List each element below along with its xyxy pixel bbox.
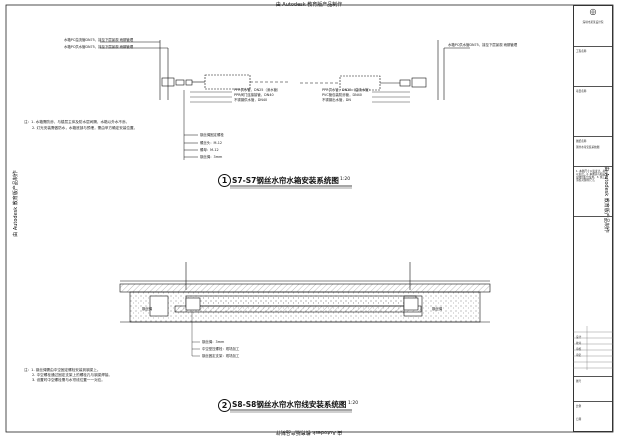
section2-structure bbox=[119, 262, 491, 323]
s1-center-label-4: 钢丝绳：3mm bbox=[200, 155, 223, 159]
s2-note-2: 2. 中空螺栓通过固定支架上的螺栓孔与钢梁焊接。 bbox=[32, 373, 113, 377]
section1-right-pipes bbox=[300, 40, 470, 100]
tb-row-9: 比例 bbox=[576, 405, 582, 408]
tb-row-5: 校对 bbox=[576, 342, 582, 345]
s1-mid-right-label-2: PVC管包装防渗管，DN40 bbox=[322, 93, 362, 97]
s2-note-3: 3. 设置时中空螺栓需与水帘线位置一一对应。 bbox=[32, 378, 105, 382]
s1-mid-left-label-2: PPR阀门连接接管，DN40 bbox=[234, 93, 274, 97]
tb-row-3: 钢丝水帘安装系统图 bbox=[576, 146, 600, 149]
s1-center-label-2: 螺丝头：M-12 bbox=[200, 141, 223, 145]
s1-title: S7-S7钢丝水帘水箱安装系统图 bbox=[232, 176, 339, 185]
s1-left-label-2: 水箱PC供水管DN75，接至下层景观 雨期管理 bbox=[64, 45, 134, 49]
tb-row-8: 图号 bbox=[576, 380, 582, 383]
tb-row-7: 审定 bbox=[576, 354, 582, 357]
s2-title: S8-S8钢丝水帘水帘线安装系统图 bbox=[232, 400, 347, 409]
tb-row-6: 审核 bbox=[576, 348, 582, 351]
s1-mid-left-label-1: PPR供水管，DN25（深水管） bbox=[234, 88, 281, 92]
company-logo-icon: ◎ bbox=[589, 7, 597, 16]
s2-side-label-right: 钢丝绳 bbox=[432, 307, 443, 311]
s1-center-label-3: 螺母：M-12 bbox=[200, 148, 219, 152]
tb-row-4: 设计 bbox=[576, 336, 582, 339]
s1-right-label-1: 水箱PC供水管DN75，接至下层景观 雨期管理 bbox=[448, 43, 518, 47]
company-name: 深圳市某某设计院 bbox=[582, 21, 604, 24]
tb-row-0: 工程名称 bbox=[576, 50, 587, 53]
s1-section-number: 1 bbox=[218, 174, 231, 187]
s2-scale: 1:20 bbox=[348, 401, 359, 406]
s1-note-2: 2. 灯光安装需做防水，水箱底部与预埋，需由甲方确定安装位置。 bbox=[32, 126, 138, 130]
section1-left-pipes bbox=[100, 40, 290, 100]
s1-left-label-1: 水箱PC溢流管DN75，接至下层景观 雨期管理 bbox=[64, 38, 134, 42]
section2-leaders bbox=[191, 312, 200, 357]
s1-note-1: 注：1. 水箱需防渗，与楼层主体及防水层间隔，水箱以外水不渗。 bbox=[24, 120, 130, 124]
s1-center-label-1: 钢丝绳固定螺栓 bbox=[200, 133, 224, 137]
s1-mid-right-label-3: 不锈钢出水管，DN bbox=[322, 98, 351, 102]
s2-center-label-3: 钢丝固定支架：现场加工 bbox=[202, 354, 240, 358]
s2-center-label-1: 钢丝绳：3mm bbox=[202, 340, 225, 344]
tb-row-1: 项目名称 bbox=[576, 90, 587, 93]
title-block: ◎ 深圳市某某设计院 工程名称 项目名称 图纸名称 钢丝水帘安装系统图 1. 本… bbox=[573, 5, 613, 432]
section1-center-wire bbox=[183, 90, 198, 160]
s1-mid-right-label-1: PPR供水管，DN25（溢流水管） bbox=[322, 88, 372, 92]
s2-center-label-2: 中空型压螺栓：现场加工 bbox=[202, 347, 240, 351]
tb-row-10: 日期 bbox=[576, 418, 582, 421]
s1-scale: 1:20 bbox=[340, 177, 351, 182]
tb-row-2: 图纸名称 bbox=[576, 140, 587, 143]
s2-side-label-left: 钢丝绳 bbox=[142, 307, 153, 311]
title-block-table bbox=[573, 326, 613, 370]
tb-notes: 1. 本图尺寸以毫米计，标高以米计。2. 本图需与相关专业图纸配合使用。3. 施… bbox=[576, 170, 608, 182]
s2-section-number: 2 bbox=[218, 399, 231, 412]
s1-mid-left-label-3: 不锈钢供水管，DN40 bbox=[234, 98, 268, 102]
s2-note-1: 注：1. 钢丝绳需由中空固定螺栓安装到钢梁上。 bbox=[24, 368, 101, 372]
